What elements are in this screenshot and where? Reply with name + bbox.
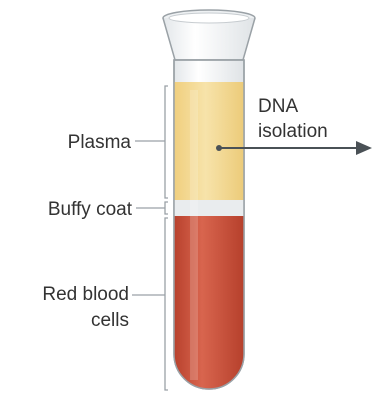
red-blood-cells-bracket xyxy=(132,218,168,390)
plasma-layer xyxy=(174,82,244,200)
label-red-blood-cells-line1: Red blood xyxy=(42,284,129,305)
label-isolation: isolation xyxy=(258,121,328,142)
plasma-bracket xyxy=(135,86,168,198)
label-buffy-coat: Buffy coat xyxy=(48,199,133,220)
red-blood-cells-layer xyxy=(174,216,244,396)
label-red-blood-cells-line2: cells xyxy=(91,310,129,331)
buffy-coat-bracket xyxy=(136,202,168,214)
label-dna: DNA xyxy=(258,96,298,117)
tube-top xyxy=(163,10,255,60)
label-plasma: Plasma xyxy=(68,132,132,153)
buffy-coat-layer xyxy=(174,200,244,216)
